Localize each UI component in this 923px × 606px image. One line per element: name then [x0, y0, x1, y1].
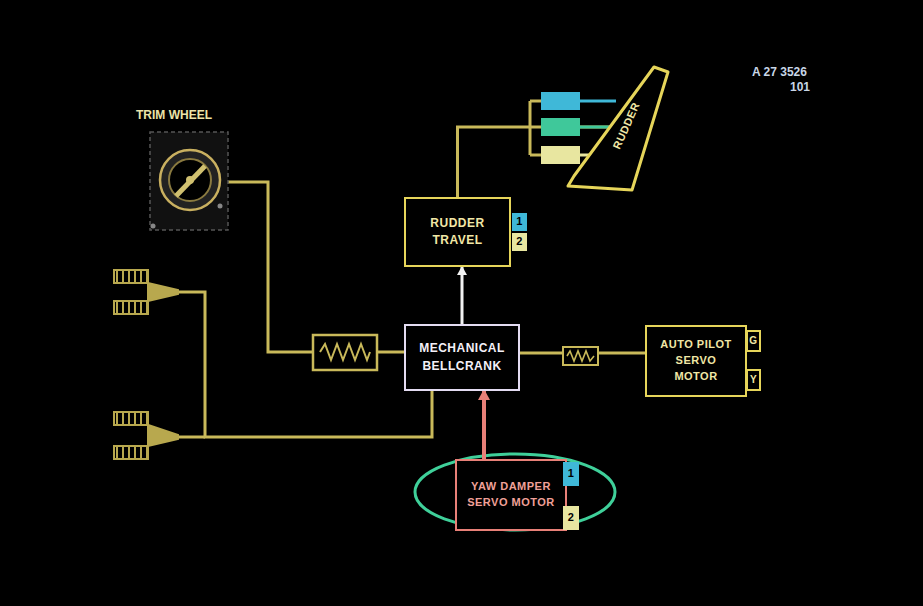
- drawing-number: A 27 3526: [752, 65, 807, 79]
- hydraulic-system-tag: 1: [563, 462, 579, 486]
- hydraulic-system-tag: 2: [512, 233, 527, 251]
- hydraulic-system-tag: 2: [563, 506, 579, 530]
- box-label: 2: [516, 234, 523, 250]
- rudder-surface: RUDDER: [562, 64, 672, 194]
- component-label: TRIM WHEEL: [136, 108, 212, 122]
- box-label: RUDDER TRAVEL: [418, 215, 498, 250]
- box-label: 2: [568, 510, 575, 526]
- bellcrank-box: MECHANICAL BELLCRANK: [404, 324, 520, 391]
- autopilot-servo-box: AUTO PILOT SERVO MOTOR: [645, 325, 747, 397]
- box-label: AUTO PILOT SERVO MOTOR: [653, 337, 739, 385]
- box-label: 1: [568, 466, 575, 482]
- box-label: YAW DAMPER SERVO MOTOR: [463, 479, 559, 511]
- box-label: 1: [516, 214, 523, 230]
- system-tag: Y: [746, 369, 761, 391]
- box-label: Y: [750, 373, 757, 388]
- hydraulic-system-tag: 1: [512, 213, 527, 231]
- linkage-connector: [461, 267, 464, 324]
- linkage-connector: [482, 391, 486, 459]
- sheet-number: 101: [790, 80, 810, 94]
- rudder-travel-box: RUDDER TRAVEL: [404, 197, 511, 267]
- system-tag: G: [746, 330, 761, 352]
- yaw-damper-box: YAW DAMPER SERVO MOTOR: [455, 459, 567, 531]
- box-label: MECHANICAL BELLCRANK: [412, 340, 512, 375]
- box-label: G: [749, 334, 757, 349]
